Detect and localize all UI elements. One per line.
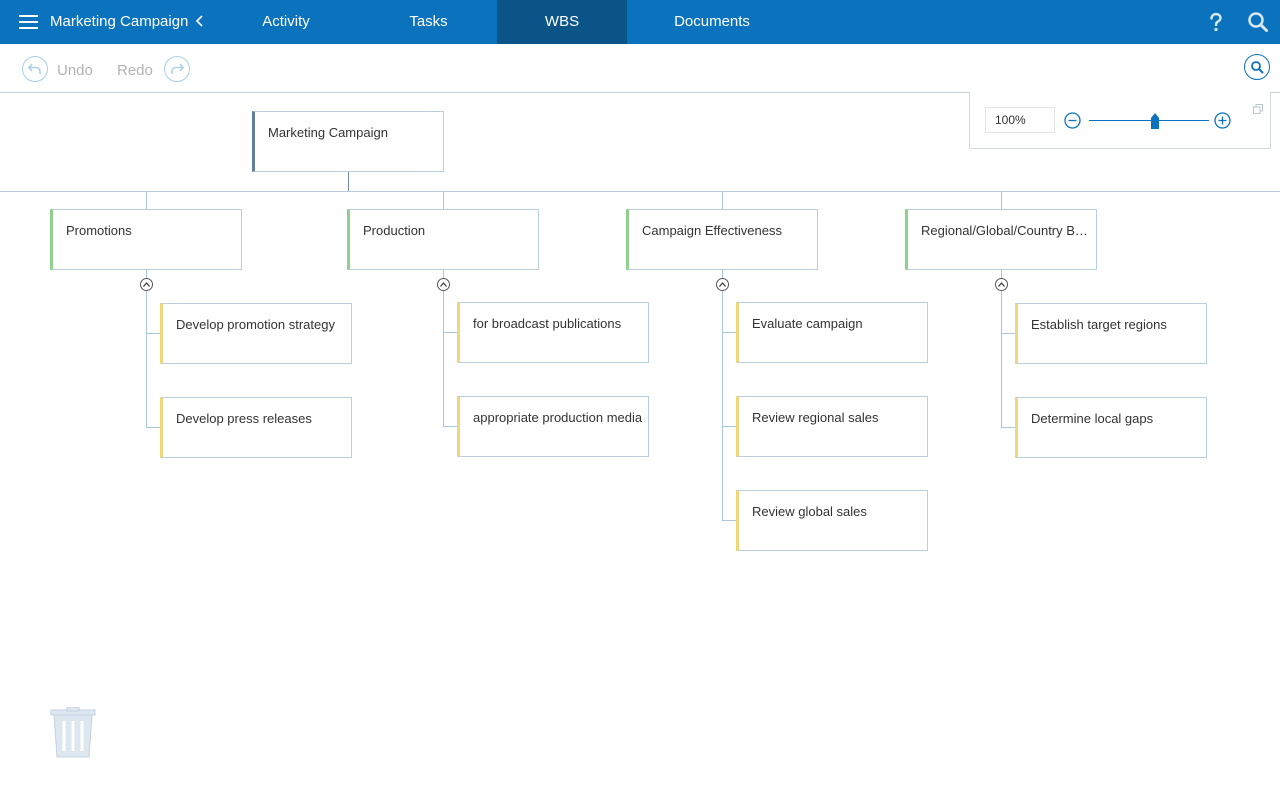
connector [722, 426, 737, 427]
zoom-slider-thumb[interactable] [1151, 113, 1159, 129]
zoom-slider-track[interactable] [1089, 120, 1209, 121]
top-nav-bar: Marketing Campaign Activity Tasks WBS Do… [0, 0, 1280, 44]
collapse-toggle-icon[interactable] [995, 278, 1008, 291]
connector-bus [0, 191, 1280, 192]
node-label: appropriate production media [473, 410, 643, 425]
node-label: Marketing Campaign [268, 125, 388, 140]
search-icon [1251, 61, 1264, 74]
canvas-search-button[interactable] [1244, 54, 1270, 80]
chevron-left-icon[interactable] [192, 10, 208, 32]
collapse-toggle-icon[interactable] [437, 278, 450, 291]
connector [443, 269, 444, 426]
zoom-out-icon[interactable] [1064, 112, 1081, 129]
restore-icon[interactable] [1253, 101, 1263, 114]
wbs-node-task[interactable]: appropriate production media [457, 396, 649, 457]
tab-activity[interactable]: Activity [262, 13, 310, 30]
tab-documents[interactable]: Documents [674, 13, 750, 30]
tab-tasks[interactable]: Tasks [409, 13, 448, 30]
zoom-panel: 100% [969, 92, 1271, 149]
menu-icon[interactable] [19, 14, 39, 30]
wbs-node-task[interactable]: Review global sales [736, 490, 928, 551]
connector [146, 333, 161, 334]
node-label: Develop promotion strategy [176, 317, 335, 332]
trash-icon[interactable] [50, 706, 96, 759]
connector [443, 332, 458, 333]
wbs-root-node[interactable]: Marketing Campaign [252, 111, 444, 172]
wbs-node-task[interactable]: Evaluate campaign [736, 302, 928, 363]
node-label: Campaign Effectiveness [642, 223, 782, 238]
help-icon[interactable] [1205, 11, 1227, 33]
wbs-node-task[interactable]: Develop press releases [160, 397, 352, 458]
collapse-toggle-icon[interactable] [140, 278, 153, 291]
connector [722, 520, 737, 521]
connector [443, 426, 458, 427]
wbs-node-task[interactable]: for broadcast publications [457, 302, 649, 363]
wbs-node-promotions[interactable]: Promotions [50, 209, 242, 270]
node-label: Regional/Global/Country Budgets [921, 223, 1093, 238]
wbs-node-regional-budgets[interactable]: Regional/Global/Country Budgets [905, 209, 1097, 270]
connector [1001, 269, 1002, 427]
node-label: Evaluate campaign [752, 316, 863, 331]
node-label: Develop press releases [176, 411, 312, 426]
connector [146, 269, 147, 427]
node-label: Determine local gaps [1031, 411, 1154, 426]
wbs-node-campaign-effectiveness[interactable]: Campaign Effectiveness [626, 209, 818, 270]
node-label: for broadcast publications [473, 316, 622, 331]
connector [1001, 191, 1002, 209]
node-label: Production [363, 223, 426, 238]
connector [722, 191, 723, 209]
wbs-node-production[interactable]: Production [347, 209, 539, 270]
connector [1001, 333, 1016, 334]
app-title: Marketing Campaign [50, 13, 189, 30]
search-icon[interactable] [1247, 11, 1269, 33]
node-label: Review regional sales [752, 410, 879, 425]
node-label: Review global sales [752, 504, 867, 519]
wbs-node-task[interactable]: Establish target regions [1015, 303, 1207, 364]
wbs-node-task[interactable]: Develop promotion strategy [160, 303, 352, 364]
undo-button[interactable]: Undo [57, 62, 93, 79]
wbs-canvas: Marketing Campaign Promotions Production… [0, 93, 1280, 800]
wbs-node-task[interactable]: Determine local gaps [1015, 397, 1207, 458]
zoom-level-input[interactable]: 100% [985, 107, 1055, 133]
connector [1001, 427, 1016, 428]
redo-button[interactable]: Redo [117, 62, 153, 79]
zoom-in-icon[interactable] [1214, 112, 1231, 129]
connector [146, 427, 161, 428]
connector [443, 191, 444, 209]
tab-wbs[interactable]: WBS [497, 0, 627, 44]
toolbar: Undo Redo [0, 44, 1280, 93]
undo-icon[interactable] [22, 56, 48, 82]
collapse-toggle-icon[interactable] [716, 278, 729, 291]
node-label: Establish target regions [1031, 317, 1167, 332]
connector [146, 191, 147, 209]
connector [722, 332, 737, 333]
node-label: Promotions [66, 223, 132, 238]
wbs-node-task[interactable]: Review regional sales [736, 396, 928, 457]
redo-icon[interactable] [164, 56, 190, 82]
connector-root [348, 171, 349, 191]
connector [722, 269, 723, 520]
